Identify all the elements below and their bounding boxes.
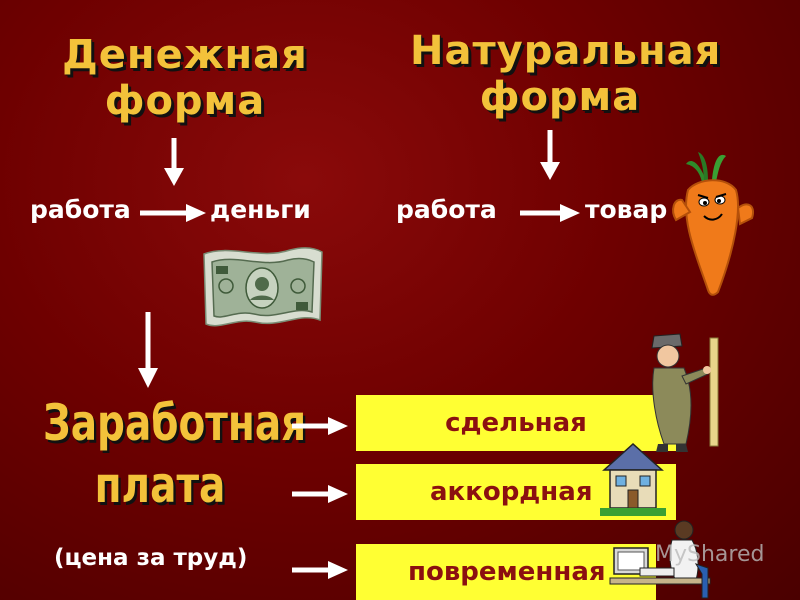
- natural-form-heading: Натуральная форма: [410, 28, 722, 120]
- natural-form-line1: Натуральная: [410, 28, 722, 74]
- money-flow-from: работа: [30, 195, 131, 224]
- money-form-heading: Денежная форма: [50, 32, 320, 124]
- wages-title: Заработная плата: [10, 392, 310, 516]
- down-arrow-wages: [138, 312, 158, 388]
- money-flow-to: деньги: [210, 195, 311, 224]
- down-arrow-natural: [540, 130, 560, 180]
- right-arrow-money: [140, 204, 206, 222]
- right-arrow-natural: [520, 204, 580, 222]
- office-worker-icon: [609, 520, 711, 599]
- right-arrow-piecework: [292, 417, 348, 435]
- money-form-line1: Денежная: [62, 32, 308, 78]
- wages-note: (цена за труд): [54, 545, 248, 571]
- wages-title-line2: плата: [94, 456, 226, 514]
- wage-type-timebased: повременная: [356, 544, 656, 600]
- wage-type-piecework: сдельная: [356, 395, 676, 451]
- right-arrow-timebased: [292, 561, 348, 579]
- natural-flow-to: товар: [585, 195, 668, 224]
- natural-flow-from: работа: [396, 195, 497, 224]
- wages-title-line1: Заработная: [43, 394, 307, 452]
- dollar-bill-icon: [203, 247, 323, 327]
- watermark-text: MyShared: [655, 542, 765, 567]
- carrot-icon: [672, 152, 754, 296]
- natural-form-line2: форма: [479, 74, 641, 120]
- down-arrow-money: [164, 138, 184, 186]
- worker-measuring-icon: [651, 333, 719, 452]
- money-form-line2: форма: [104, 78, 266, 124]
- right-arrow-contract: [292, 485, 348, 503]
- house-icon: [600, 442, 666, 516]
